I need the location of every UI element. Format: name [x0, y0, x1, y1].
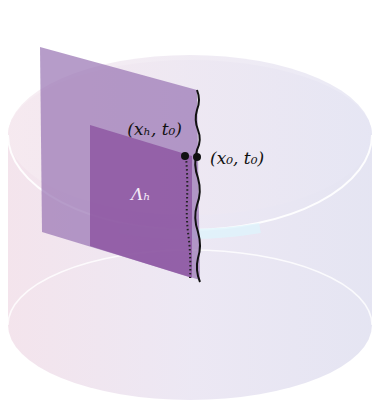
region-label: Λₕ [131, 186, 151, 203]
point-xh [181, 152, 189, 160]
wavy-curve [195, 90, 200, 282]
point-x0 [193, 153, 201, 161]
outer-plane [40, 47, 200, 280]
point-label: (xₕ, t₀) [127, 121, 182, 138]
dotted-curve [186, 157, 190, 278]
lambda-region [90, 125, 192, 278]
point-label: (x₀, t₀) [210, 150, 264, 167]
